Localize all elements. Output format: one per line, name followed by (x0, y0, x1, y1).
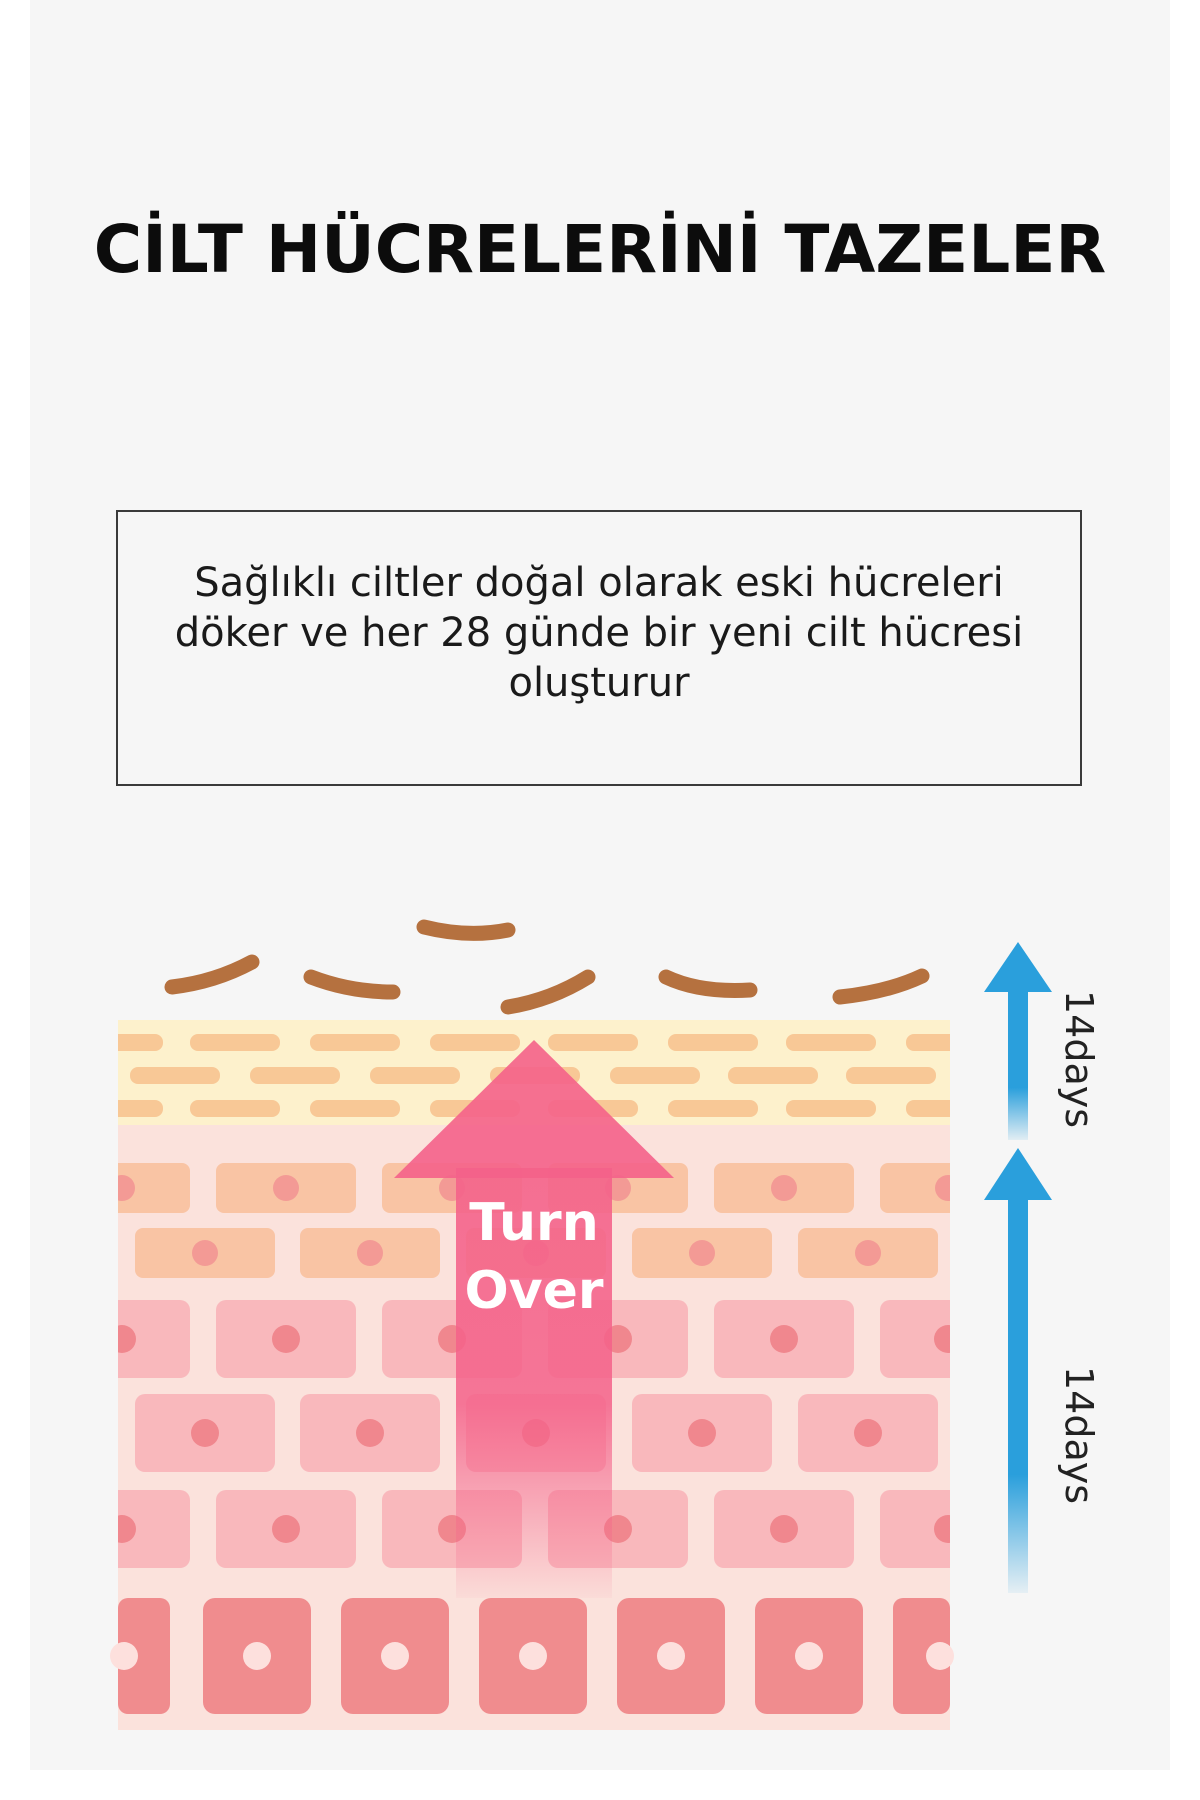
flake (416, 919, 516, 941)
flake (303, 969, 401, 1000)
upper-stage-arrow: 14days (984, 942, 1101, 1140)
skin-turnover-diagram: Turn Over 14days 14days (110, 919, 1101, 1730)
basal-cells (110, 1590, 954, 1730)
flake (500, 969, 596, 1015)
upper-stage-label: 14days (1057, 990, 1101, 1128)
description-box: Sağlıklı ciltler doğal olarak eski hücre… (116, 510, 1082, 786)
lower-stage-label: 14days (1057, 1366, 1101, 1504)
turnover-arrow[interactable]: Turn Over (394, 1040, 674, 1598)
description-text: Sağlıklı ciltler doğal olarak eski hücre… (174, 560, 1024, 706)
dead-skin-flakes (164, 919, 930, 1015)
lower-stage-arrow: 14days (984, 1148, 1101, 1593)
middle-cells (118, 1300, 950, 1568)
turnover-label-line1: Turn (469, 1193, 598, 1253)
page-title: CİLT HÜCRELERİNİ TAZELER (93, 211, 1107, 288)
flake (658, 969, 758, 998)
turnover-label-line2: Over (464, 1261, 603, 1321)
flake (832, 968, 930, 1005)
flake (164, 954, 260, 995)
